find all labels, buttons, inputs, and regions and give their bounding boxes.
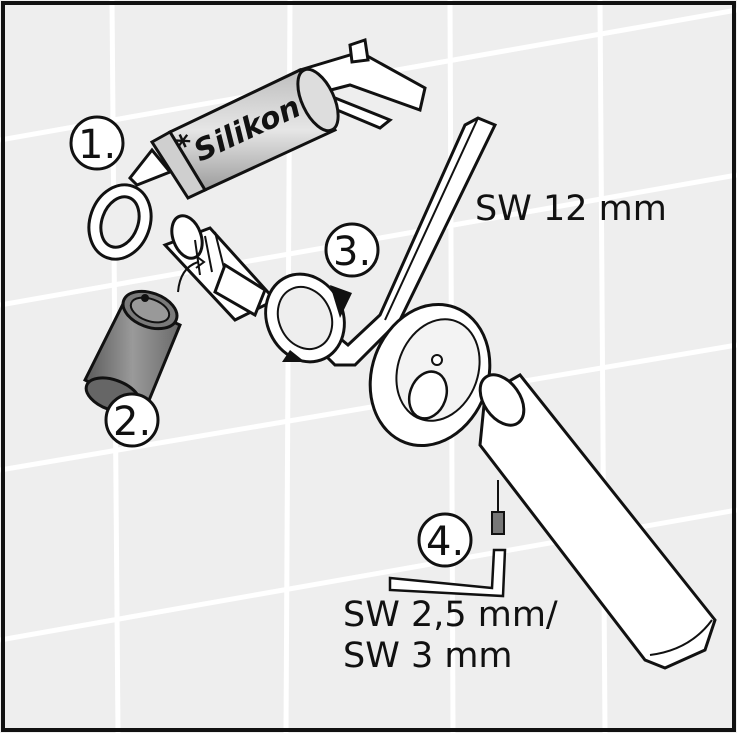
grub-screw [491, 480, 505, 535]
wall-rosette [368, 302, 492, 448]
step-2-label: 2. [113, 399, 151, 445]
spout [478, 373, 717, 670]
step-2-marker: 2. [104, 392, 160, 448]
hex-key-large [307, 116, 498, 367]
step-3-label: 3. [333, 229, 371, 275]
hex-key-small-label-line1: SW 2,5 mm/ [343, 595, 558, 635]
step-1-label: 1. [78, 122, 116, 168]
step-4-marker: 4. [417, 512, 473, 568]
hex-key-small [388, 548, 507, 598]
fixing-nut [264, 272, 352, 364]
step-4-label: 4. [426, 519, 464, 565]
step-3-marker: 3. [324, 222, 380, 278]
hex-key-small-label-line2: SW 3 mm [343, 636, 513, 676]
extension-sleeve [82, 289, 182, 414]
step-1-marker: 1. [69, 115, 125, 171]
hex-key-large-label: SW 12 mm [475, 189, 667, 229]
seal-ring [87, 183, 153, 261]
